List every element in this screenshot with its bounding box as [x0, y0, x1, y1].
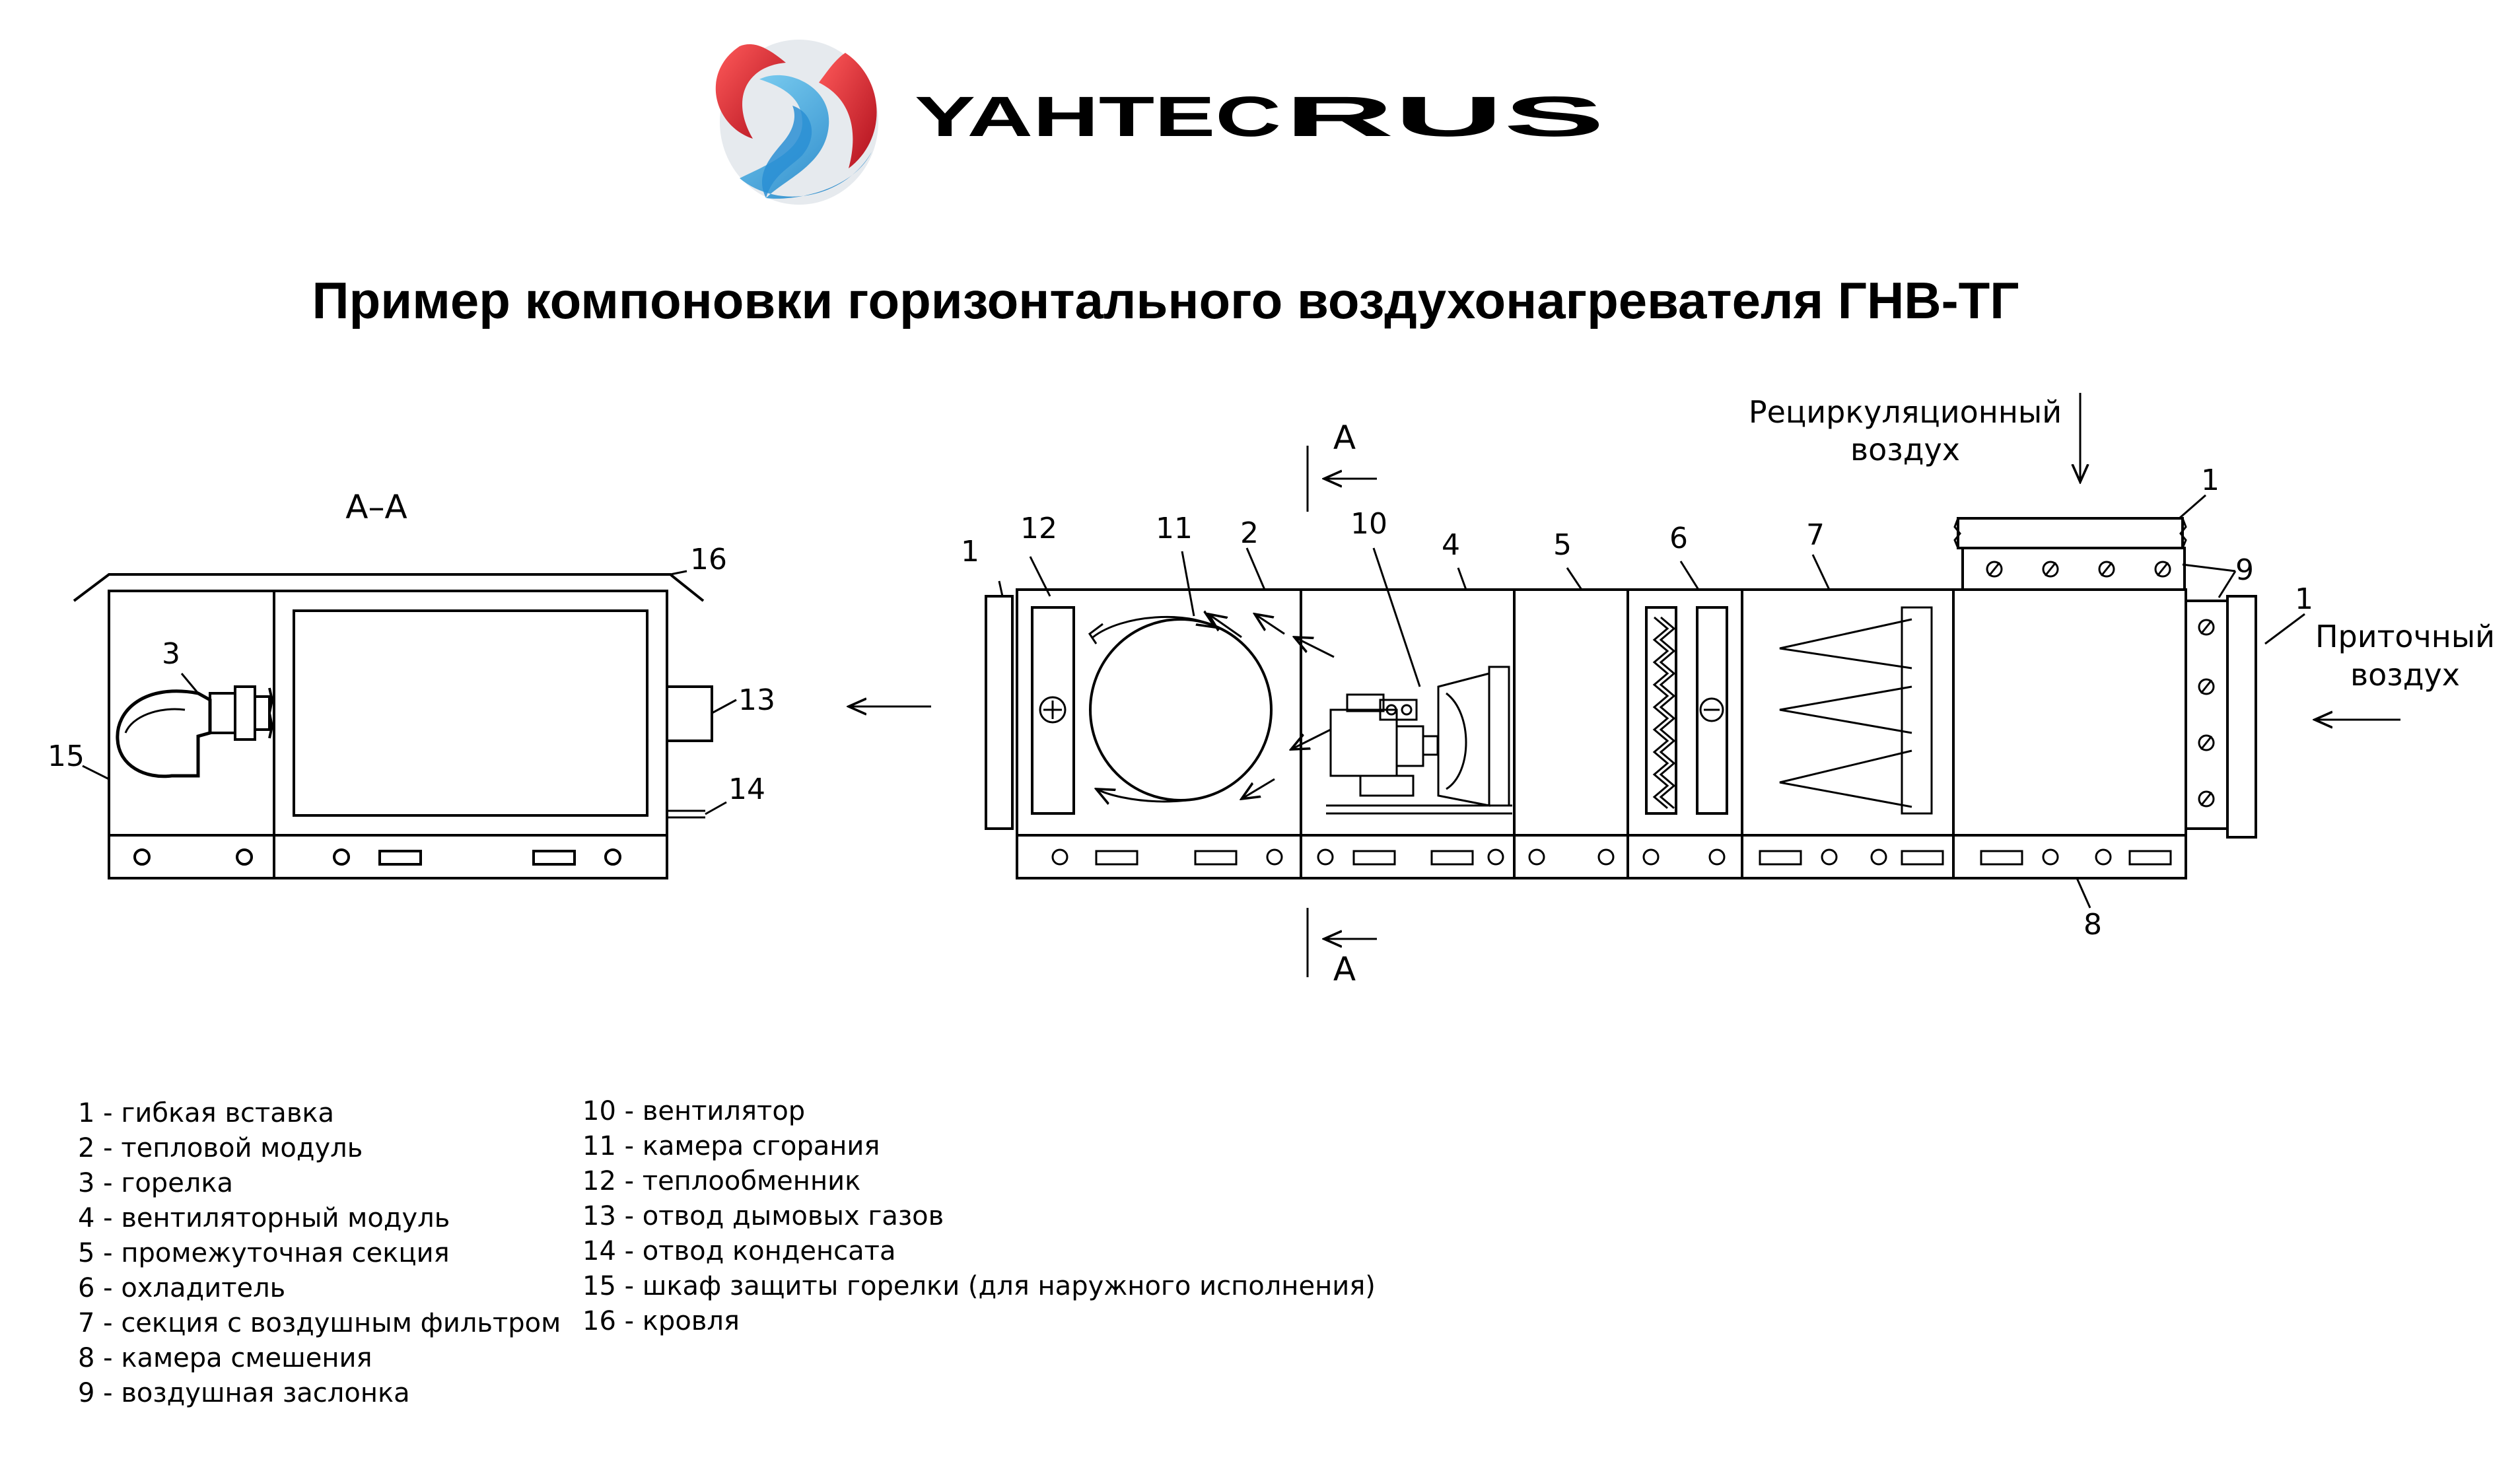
combustion-chamber	[1089, 618, 1273, 802]
legend-item: 8 - камера смешения	[78, 1343, 372, 1373]
legend-item: 9 - воздушная заслонка	[78, 1378, 410, 1408]
legend-item: 1 - гибкая вставка	[78, 1098, 335, 1128]
legend-item: 13 - отвод дымовых газов	[582, 1201, 944, 1231]
legend-item: 3 - горелка	[78, 1168, 234, 1198]
legend-item: 6 - охладитель	[78, 1273, 286, 1303]
air-filter	[1779, 606, 1933, 815]
page-title: Пример компоновки горизонтального воздух…	[312, 271, 2019, 329]
callout-1-top: 1	[2201, 464, 2220, 497]
supply-label-line1: Приточный	[2315, 619, 2495, 654]
logo-text-part2: RUS	[1284, 85, 1605, 149]
legend-item: 7 - секция с воздушным фильтром	[78, 1308, 561, 1338]
legend-item: 15 - шкаф защиты горелки (для наружного …	[582, 1271, 1376, 1301]
side-damper-blades	[2198, 619, 2215, 808]
legend-left: 1 - гибкая вставка 2 - тепловой модуль 3…	[78, 1096, 561, 1411]
callout-10: 10	[1350, 507, 1387, 541]
main-view	[985, 393, 2400, 977]
legend-item: 5 - промежуточная секция	[78, 1238, 450, 1268]
callout-14: 14	[728, 773, 765, 806]
callout-3: 3	[162, 637, 180, 671]
callout-16: 16	[690, 543, 727, 576]
heater-window	[293, 609, 648, 817]
callout-1-left: 1	[961, 535, 979, 568]
legend-item: 10 - вентилятор	[582, 1096, 806, 1126]
recirculation-label-line2: воздух	[1850, 432, 1960, 467]
callout-1-right: 1	[2295, 582, 2313, 616]
roof	[73, 573, 705, 602]
burner	[116, 685, 274, 778]
cooler-coil	[1645, 606, 1677, 815]
legend-item: 2 - тепловой модуль	[78, 1133, 363, 1163]
top-flex-insert	[1957, 517, 2184, 549]
logo-text-part1: YAHTEC	[915, 85, 1281, 149]
legend-right: 10 - вентилятор 11 - камера сгорания 12 …	[582, 1094, 1376, 1339]
callout-11: 11	[1156, 512, 1193, 545]
cooler-eliminator	[1696, 606, 1728, 815]
recirculation-label-line1: Рециркуляционный	[1749, 394, 2062, 430]
section-mark-top: А	[1333, 419, 1356, 457]
section-view-label: А–А	[345, 488, 407, 526]
top-damper	[1961, 547, 2186, 591]
legend-item: 16 - кровля	[582, 1306, 740, 1336]
flex-insert-right	[2226, 595, 2257, 839]
legend-item: 11 - камера сгорания	[582, 1131, 880, 1161]
heat-exchanger	[1031, 606, 1075, 815]
flex-insert-left	[985, 595, 1014, 830]
logo-emblem	[715, 40, 878, 205]
callout-6: 6	[1669, 522, 1688, 555]
supply-label-line2: воздух	[2350, 657, 2460, 693]
section-mark-bottom: А	[1333, 950, 1356, 988]
callout-15: 15	[48, 740, 85, 773]
callout-7: 7	[1806, 518, 1825, 552]
legend-item: 12 - теплообменник	[582, 1166, 861, 1196]
callout-13: 13	[738, 683, 775, 717]
legend-item: 4 - вентиляторный модуль	[78, 1203, 450, 1233]
section-view: А–А	[73, 488, 931, 879]
callout-9: 9	[2235, 553, 2254, 587]
flue-outlet	[666, 685, 713, 742]
company-logo: YAHTEC RUS	[715, 40, 1605, 205]
legend-item: 14 - отвод конденсата	[582, 1236, 896, 1266]
bottom-panel-details	[1051, 848, 2172, 866]
callout-8: 8	[2083, 908, 2102, 942]
callout-5: 5	[1553, 528, 1572, 562]
fan-unit	[1326, 666, 1512, 815]
callout-4: 4	[1442, 528, 1460, 562]
callout-2: 2	[1240, 516, 1259, 550]
top-damper-blades	[1986, 561, 2171, 578]
callout-12: 12	[1020, 512, 1057, 545]
